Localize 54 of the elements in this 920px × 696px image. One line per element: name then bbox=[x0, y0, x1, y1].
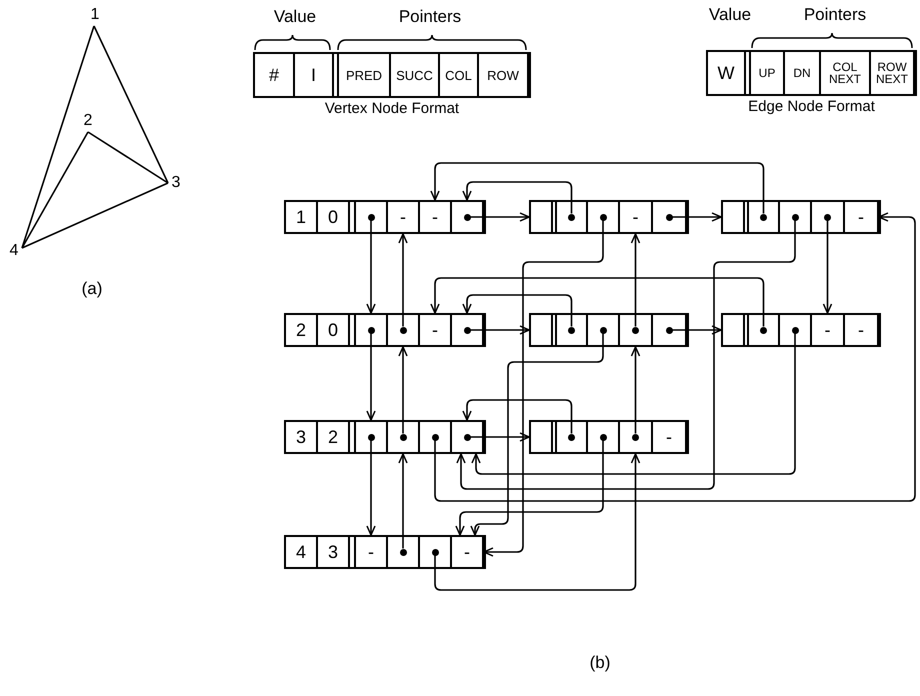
node-record bbox=[529, 420, 689, 454]
pointer-arrow bbox=[470, 325, 530, 335]
pointer-arrow bbox=[398, 346, 408, 434]
pointer-arrow bbox=[822, 220, 832, 314]
graph-edge bbox=[21, 132, 89, 248]
pointer-arrow bbox=[434, 212, 916, 502]
group-label: Pointers bbox=[398, 6, 462, 28]
vertex-label: 2 bbox=[80, 110, 96, 132]
vertex-label: 3 bbox=[168, 172, 184, 194]
format-caption: Vertex Node Format bbox=[324, 100, 460, 118]
node-record bbox=[284, 535, 486, 569]
pointer-arrow bbox=[672, 212, 722, 222]
format-caption: Edge Node Format bbox=[747, 98, 876, 116]
panel-label: (b) bbox=[588, 652, 612, 674]
pointer-arrow bbox=[462, 181, 572, 214]
pointer-arrow bbox=[430, 277, 764, 326]
pointer-arrow bbox=[483, 220, 604, 557]
pointer-arrow bbox=[471, 334, 796, 475]
pointer-arrow bbox=[366, 440, 376, 536]
vertex-label: 1 bbox=[88, 4, 102, 26]
vertex-label: 4 bbox=[6, 240, 22, 262]
group-label: Value bbox=[272, 6, 318, 28]
node-record bbox=[284, 420, 486, 454]
group-label: Value bbox=[708, 4, 752, 26]
pointer-arrow bbox=[470, 432, 530, 442]
pointer-arrow bbox=[398, 233, 408, 326]
pointer-arrow bbox=[470, 212, 530, 222]
pointer-arrow bbox=[366, 220, 376, 314]
graph-edge bbox=[22, 182, 168, 249]
pointer-arrow bbox=[630, 233, 640, 326]
node-record bbox=[706, 50, 917, 96]
pointer-arrow bbox=[455, 440, 604, 536]
group-label: Pointers bbox=[802, 4, 868, 26]
pointer-arrow bbox=[398, 453, 408, 548]
node-record bbox=[253, 52, 531, 98]
pointer-arrow bbox=[430, 162, 764, 214]
node-record bbox=[529, 200, 689, 234]
node-record bbox=[284, 313, 486, 347]
node-record bbox=[721, 200, 881, 234]
pointer-arrow bbox=[462, 294, 572, 326]
node-record bbox=[529, 313, 689, 347]
node-record bbox=[284, 200, 486, 234]
graph-edge bbox=[21, 26, 95, 248]
graph-edge bbox=[93, 26, 169, 184]
pointer-arrow bbox=[462, 399, 572, 434]
pointer-arrow bbox=[366, 334, 376, 421]
graph-edge bbox=[88, 131, 168, 184]
panel-label: (a) bbox=[80, 278, 104, 300]
pointer-arrow bbox=[470, 334, 604, 536]
pointer-arrow bbox=[456, 220, 796, 490]
pointer-arrow bbox=[672, 325, 722, 335]
node-record bbox=[721, 313, 881, 347]
pointer-arrow bbox=[630, 346, 640, 434]
pointer-arrow bbox=[434, 453, 640, 591]
